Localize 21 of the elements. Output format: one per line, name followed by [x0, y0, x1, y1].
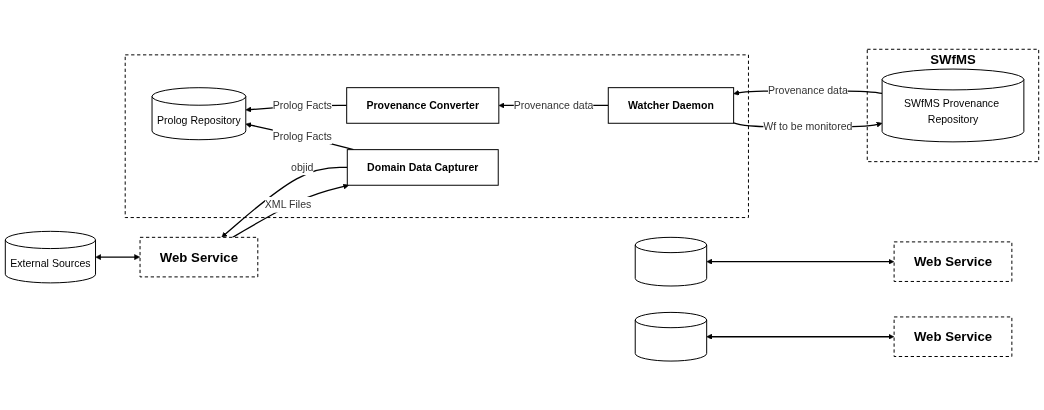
- node-box: Web Service: [893, 241, 1013, 282]
- arrow: [221, 166, 348, 238]
- node-box: Provenance Converter: [346, 87, 500, 124]
- arrow: [706, 258, 895, 265]
- arrow: [706, 333, 895, 340]
- node-cylinder: [634, 236, 708, 287]
- node-box: Watcher Daemon: [607, 87, 735, 124]
- edge-label: Prolog Facts: [272, 130, 332, 142]
- edge-label: objid: [291, 161, 314, 173]
- edge-label: XML Files: [264, 198, 312, 210]
- arrow: [95, 254, 141, 260]
- node-box: Web Service: [139, 236, 259, 278]
- node-box: Domain Data Capturer: [346, 148, 499, 186]
- edge-label: Wf to be monitored: [763, 120, 853, 133]
- edge-label: Prolog Facts: [272, 99, 332, 111]
- node-box: Web Service: [893, 316, 1013, 357]
- edge-label: Provenance data: [513, 99, 594, 111]
- node-cylinder: [634, 311, 708, 362]
- arrow: [231, 183, 350, 238]
- cluster: [124, 54, 749, 218]
- edge-label: Provenance data: [767, 84, 848, 97]
